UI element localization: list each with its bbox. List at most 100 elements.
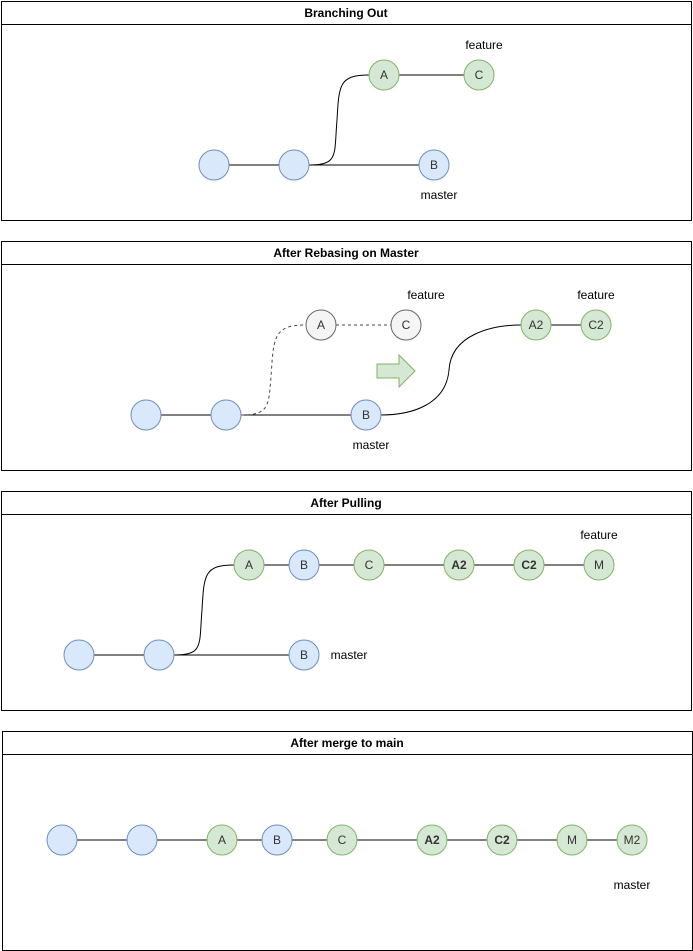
commit-node	[63, 639, 95, 671]
commit-label: C2	[494, 833, 510, 847]
commit-label: A2	[529, 318, 544, 332]
commit-label: C	[338, 833, 347, 847]
commit-node: A2	[416, 824, 448, 856]
panel-title: After Rebasing on Master	[273, 246, 419, 260]
commit-label: B	[362, 408, 370, 422]
commit-label: C	[475, 68, 484, 82]
commit-circle	[513, 549, 545, 581]
commit-circle	[63, 639, 95, 671]
commit-node: B	[288, 639, 320, 671]
commit-node: C2	[513, 549, 545, 581]
commit-node	[126, 824, 158, 856]
commit-node: M	[583, 549, 615, 581]
panel-border	[1, 491, 692, 711]
panel-border	[1, 1, 692, 221]
commit-node	[210, 399, 242, 431]
commit-label: B	[300, 648, 308, 662]
commit-node: B	[288, 549, 320, 581]
branch-label: master	[331, 648, 368, 662]
commit-node	[143, 639, 175, 671]
commit-node: M	[556, 824, 588, 856]
commit-label: A2	[424, 833, 440, 847]
commit-label: C2	[588, 318, 604, 332]
commit-node: C	[463, 59, 495, 91]
commit-circle	[288, 639, 320, 671]
commit-circle	[305, 309, 337, 341]
panel-title: After Pulling	[310, 496, 381, 510]
commit-circle	[261, 824, 293, 856]
commit-circle	[233, 549, 265, 581]
commit-label: A	[245, 558, 253, 572]
commit-label: A	[218, 833, 226, 847]
commit-circle	[583, 549, 615, 581]
branch-label: master	[614, 878, 651, 892]
commit-circle	[463, 59, 495, 91]
commit-label: A	[380, 68, 388, 82]
branch-label: feature	[577, 288, 615, 302]
commit-node: C2	[486, 824, 518, 856]
commit-label: M	[594, 558, 604, 572]
commit-circle	[288, 549, 320, 581]
commit-circle	[126, 824, 158, 856]
commit-node: M2	[616, 824, 648, 856]
branch-label: feature	[465, 38, 503, 52]
commit-circle	[210, 399, 242, 431]
commit-label: C	[402, 318, 411, 332]
panel-title: After merge to main	[290, 736, 403, 750]
commit-node: A	[233, 549, 265, 581]
commit-circle	[143, 639, 175, 671]
commit-circle	[616, 824, 648, 856]
rebase-arrow-icon	[376, 353, 416, 389]
commit-node	[130, 399, 162, 431]
panel-border	[1, 241, 692, 471]
commit-node	[198, 149, 230, 181]
commit-circle	[443, 549, 475, 581]
commit-label: B	[430, 158, 438, 172]
commit-node: C2	[580, 309, 612, 341]
branch-label: master	[353, 438, 390, 452]
commit-label: C2	[521, 558, 537, 572]
commit-node: B	[350, 399, 382, 431]
commit-node	[46, 824, 78, 856]
commit-node: A	[368, 59, 400, 91]
commit-label: B	[300, 558, 308, 572]
commit-circle	[520, 309, 552, 341]
commit-circle	[198, 149, 230, 181]
commit-label: B	[273, 833, 281, 847]
commit-circle	[416, 824, 448, 856]
commit-circle	[206, 824, 238, 856]
commit-node: B	[261, 824, 293, 856]
branch-label: feature	[580, 528, 618, 542]
commit-node: A	[305, 309, 337, 341]
commit-edge	[308, 74, 370, 166]
commit-node: A2	[520, 309, 552, 341]
commit-label: C	[365, 558, 374, 572]
commit-circle	[278, 149, 310, 181]
commit-circle	[326, 824, 358, 856]
commit-node	[278, 149, 310, 181]
commit-circle	[46, 824, 78, 856]
commit-circle	[580, 309, 612, 341]
commit-label: M	[567, 833, 577, 847]
commit-circle	[390, 309, 422, 341]
commit-edge	[380, 324, 522, 416]
commit-edge	[240, 324, 307, 416]
commit-circle	[353, 549, 385, 581]
commit-circle	[350, 399, 382, 431]
branch-label: feature	[407, 288, 445, 302]
commit-circle	[418, 149, 450, 181]
panel-title: Branching Out	[304, 6, 387, 20]
commit-circle	[486, 824, 518, 856]
commit-node: A	[206, 824, 238, 856]
commit-node: A2	[443, 549, 475, 581]
commit-label: M2	[624, 833, 641, 847]
commit-circle	[130, 399, 162, 431]
commit-label: A	[317, 318, 325, 332]
commit-node: C	[353, 549, 385, 581]
commit-node: C	[390, 309, 422, 341]
